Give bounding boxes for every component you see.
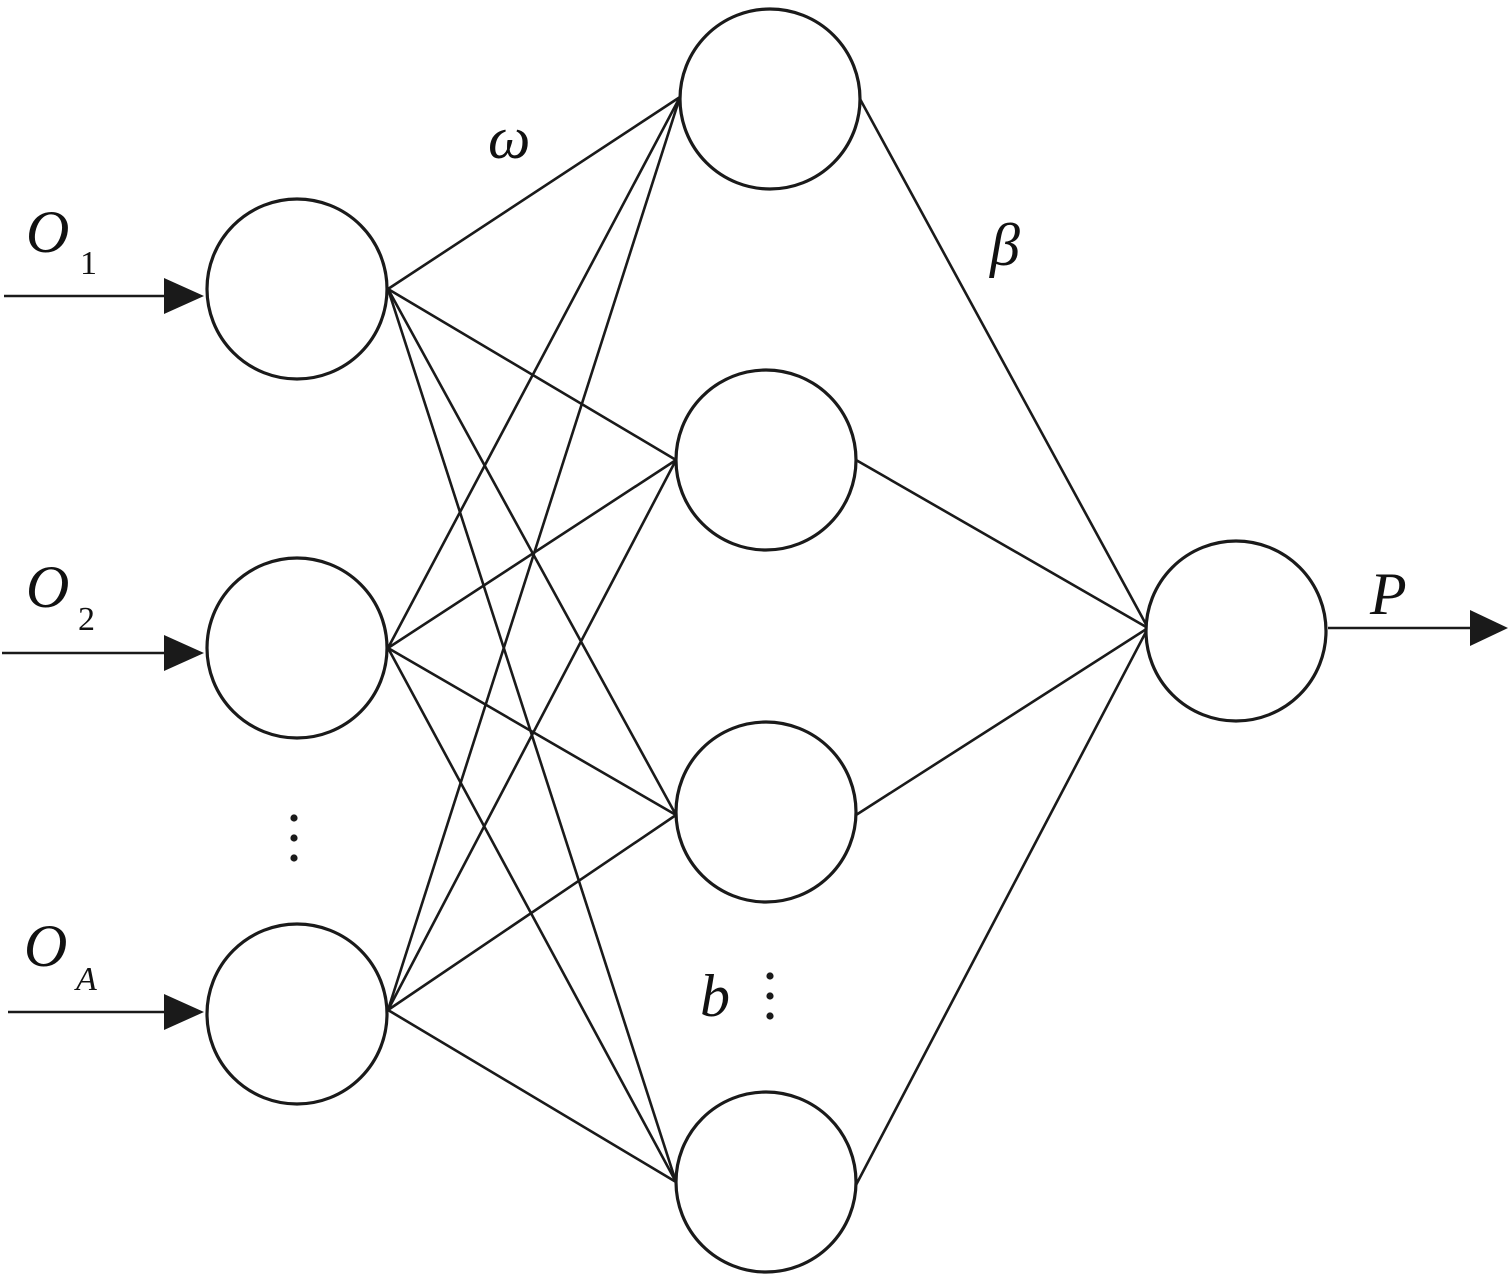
input-node-2 — [205, 556, 389, 740]
input-arrow-A-head — [164, 994, 204, 1030]
hidden-node-3 — [674, 720, 858, 904]
edge-i2-h3 — [387, 646, 677, 817]
edge-i2-h1 — [386, 96, 682, 649]
hidden-node-2 — [674, 368, 858, 552]
input-arrow-1-head — [164, 278, 204, 314]
input-ellipsis-icon — [290, 814, 298, 862]
hidden-bias-label: b — [700, 963, 730, 1029]
input-label-2: O 2 — [26, 554, 95, 638]
input-label-1-symbol: O — [26, 199, 69, 265]
edge-i2-h4 — [386, 647, 678, 1183]
edge-h1-out — [858, 98, 1150, 629]
hidden-node-4 — [674, 1090, 858, 1274]
hidden-output-edges — [854, 98, 1150, 1186]
input-label-A-subscript: A — [74, 961, 97, 998]
hidden-ellipsis-icon — [766, 972, 774, 1020]
input-arrow-2-head — [164, 635, 204, 671]
output-node — [1144, 539, 1328, 723]
edge-iA-h4 — [387, 1008, 677, 1184]
edge-iA-h1 — [386, 96, 682, 1011]
input-label-2-symbol: O — [26, 554, 69, 620]
input-node-A — [205, 922, 389, 1106]
edge-i1-h3 — [386, 288, 678, 816]
edge-iA-h2 — [386, 459, 678, 1011]
input-label-A: O A — [24, 913, 97, 998]
input-layer — [205, 197, 389, 1106]
output-label: P — [1369, 561, 1407, 627]
edge-h2-out — [855, 458, 1149, 630]
input-node-1 — [205, 197, 389, 381]
output-arrow — [1328, 610, 1508, 646]
input-label-2-subscript: 2 — [78, 601, 95, 638]
input-arrows — [2, 278, 204, 1030]
output-arrow-head — [1470, 610, 1508, 646]
edge-i1-h1 — [387, 95, 681, 291]
edge-i2-h2 — [387, 458, 677, 650]
input-label-1-subscript: 1 — [80, 245, 97, 282]
hidden-node-1 — [678, 7, 862, 191]
input-hidden-edges — [386, 95, 682, 1184]
edge-h3-out — [855, 626, 1149, 817]
edge-iA-h3 — [387, 813, 677, 1012]
edge-h4-out — [854, 627, 1150, 1186]
input-label-1: O 1 — [26, 199, 97, 282]
output-weight-label: β — [989, 212, 1020, 278]
input-label-A-symbol: O — [24, 913, 67, 979]
hidden-layer — [674, 7, 862, 1274]
input-weight-label: ω — [488, 105, 530, 171]
